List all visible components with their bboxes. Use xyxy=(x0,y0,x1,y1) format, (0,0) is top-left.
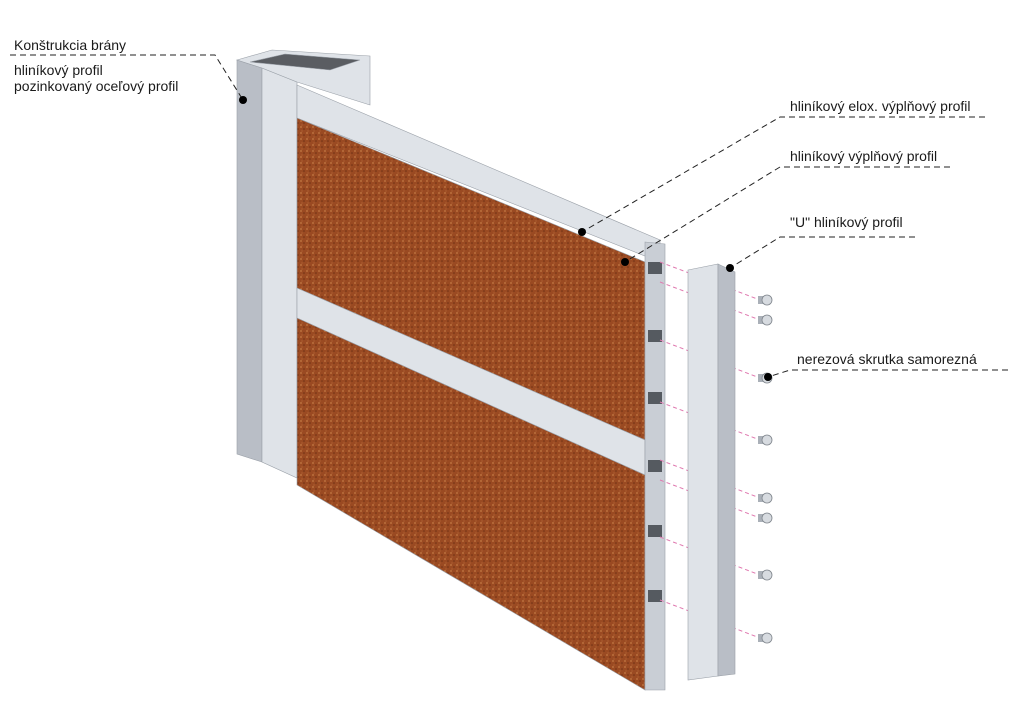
leader-infill-profile-dot xyxy=(621,258,629,266)
screw-head xyxy=(761,632,773,644)
screws xyxy=(758,294,773,644)
screw-head xyxy=(761,492,773,504)
infill-panel xyxy=(296,84,666,691)
post-front-face xyxy=(236,59,263,463)
leader-anodized-infill-profile xyxy=(581,116,985,233)
screw-shank xyxy=(758,634,764,642)
screw-head xyxy=(761,314,773,326)
post-side-face xyxy=(261,67,298,479)
label-u-profile: "U" hliníkový profil xyxy=(790,214,903,230)
leader-stainless-screw-dot xyxy=(764,373,772,381)
guide-line xyxy=(659,281,761,321)
u-profile xyxy=(687,263,736,681)
leader-stainless-screw xyxy=(767,369,1008,378)
label-anodized-infill-profile: hliníkový elox. výplňový profil xyxy=(790,98,971,114)
screw-head xyxy=(761,294,773,306)
label-infill-profile: hliníkový výplňový profil xyxy=(790,148,938,164)
label-stainless-screw: nerezová skrutka samorezná xyxy=(797,351,977,367)
leader-u-profile xyxy=(729,236,915,269)
screw-head xyxy=(761,512,773,524)
leader-lines xyxy=(10,54,1008,381)
leader-gate-construction xyxy=(10,54,244,101)
screw-shank xyxy=(758,514,764,522)
leader-gate-construction-dot xyxy=(239,96,247,104)
label-gate-construction: Konštrukcia brány xyxy=(14,37,127,53)
screw-shank xyxy=(758,374,764,382)
guide-line xyxy=(659,261,761,301)
label-aluminium-profile: hliníkový profil xyxy=(14,62,103,78)
guide-line xyxy=(659,459,761,499)
label-galvanized-steel-profile: pozinkovaný oceľový profil xyxy=(14,78,179,94)
screw-shank xyxy=(758,296,764,304)
end-profile-chamber xyxy=(648,392,662,404)
screw-shank xyxy=(758,436,764,444)
screw-shank xyxy=(758,494,764,502)
screw-head xyxy=(761,569,773,581)
guide-line xyxy=(659,599,761,639)
screw-head xyxy=(761,434,773,446)
leader-infill-profile xyxy=(624,166,950,263)
end-profile-chamber xyxy=(648,525,662,537)
leader-anodized-infill-profile-dot xyxy=(578,228,586,236)
end-profile-chamber xyxy=(648,330,662,342)
u-profile-front xyxy=(687,263,719,681)
post-hollow-top xyxy=(249,53,361,71)
screw-shank xyxy=(758,571,764,579)
guide-line xyxy=(659,401,761,441)
leader-u-profile-dot xyxy=(726,264,734,272)
screw-guide-lines xyxy=(659,261,761,639)
screw-shank xyxy=(758,316,764,324)
gate-post xyxy=(235,49,371,479)
guide-line xyxy=(659,479,761,519)
end-profile-chamber xyxy=(648,590,662,602)
u-profile-side xyxy=(717,263,736,677)
end-profile-chamber xyxy=(648,262,662,274)
guide-line xyxy=(659,339,761,379)
end-profile-chamber xyxy=(648,460,662,472)
guide-line xyxy=(659,536,761,576)
